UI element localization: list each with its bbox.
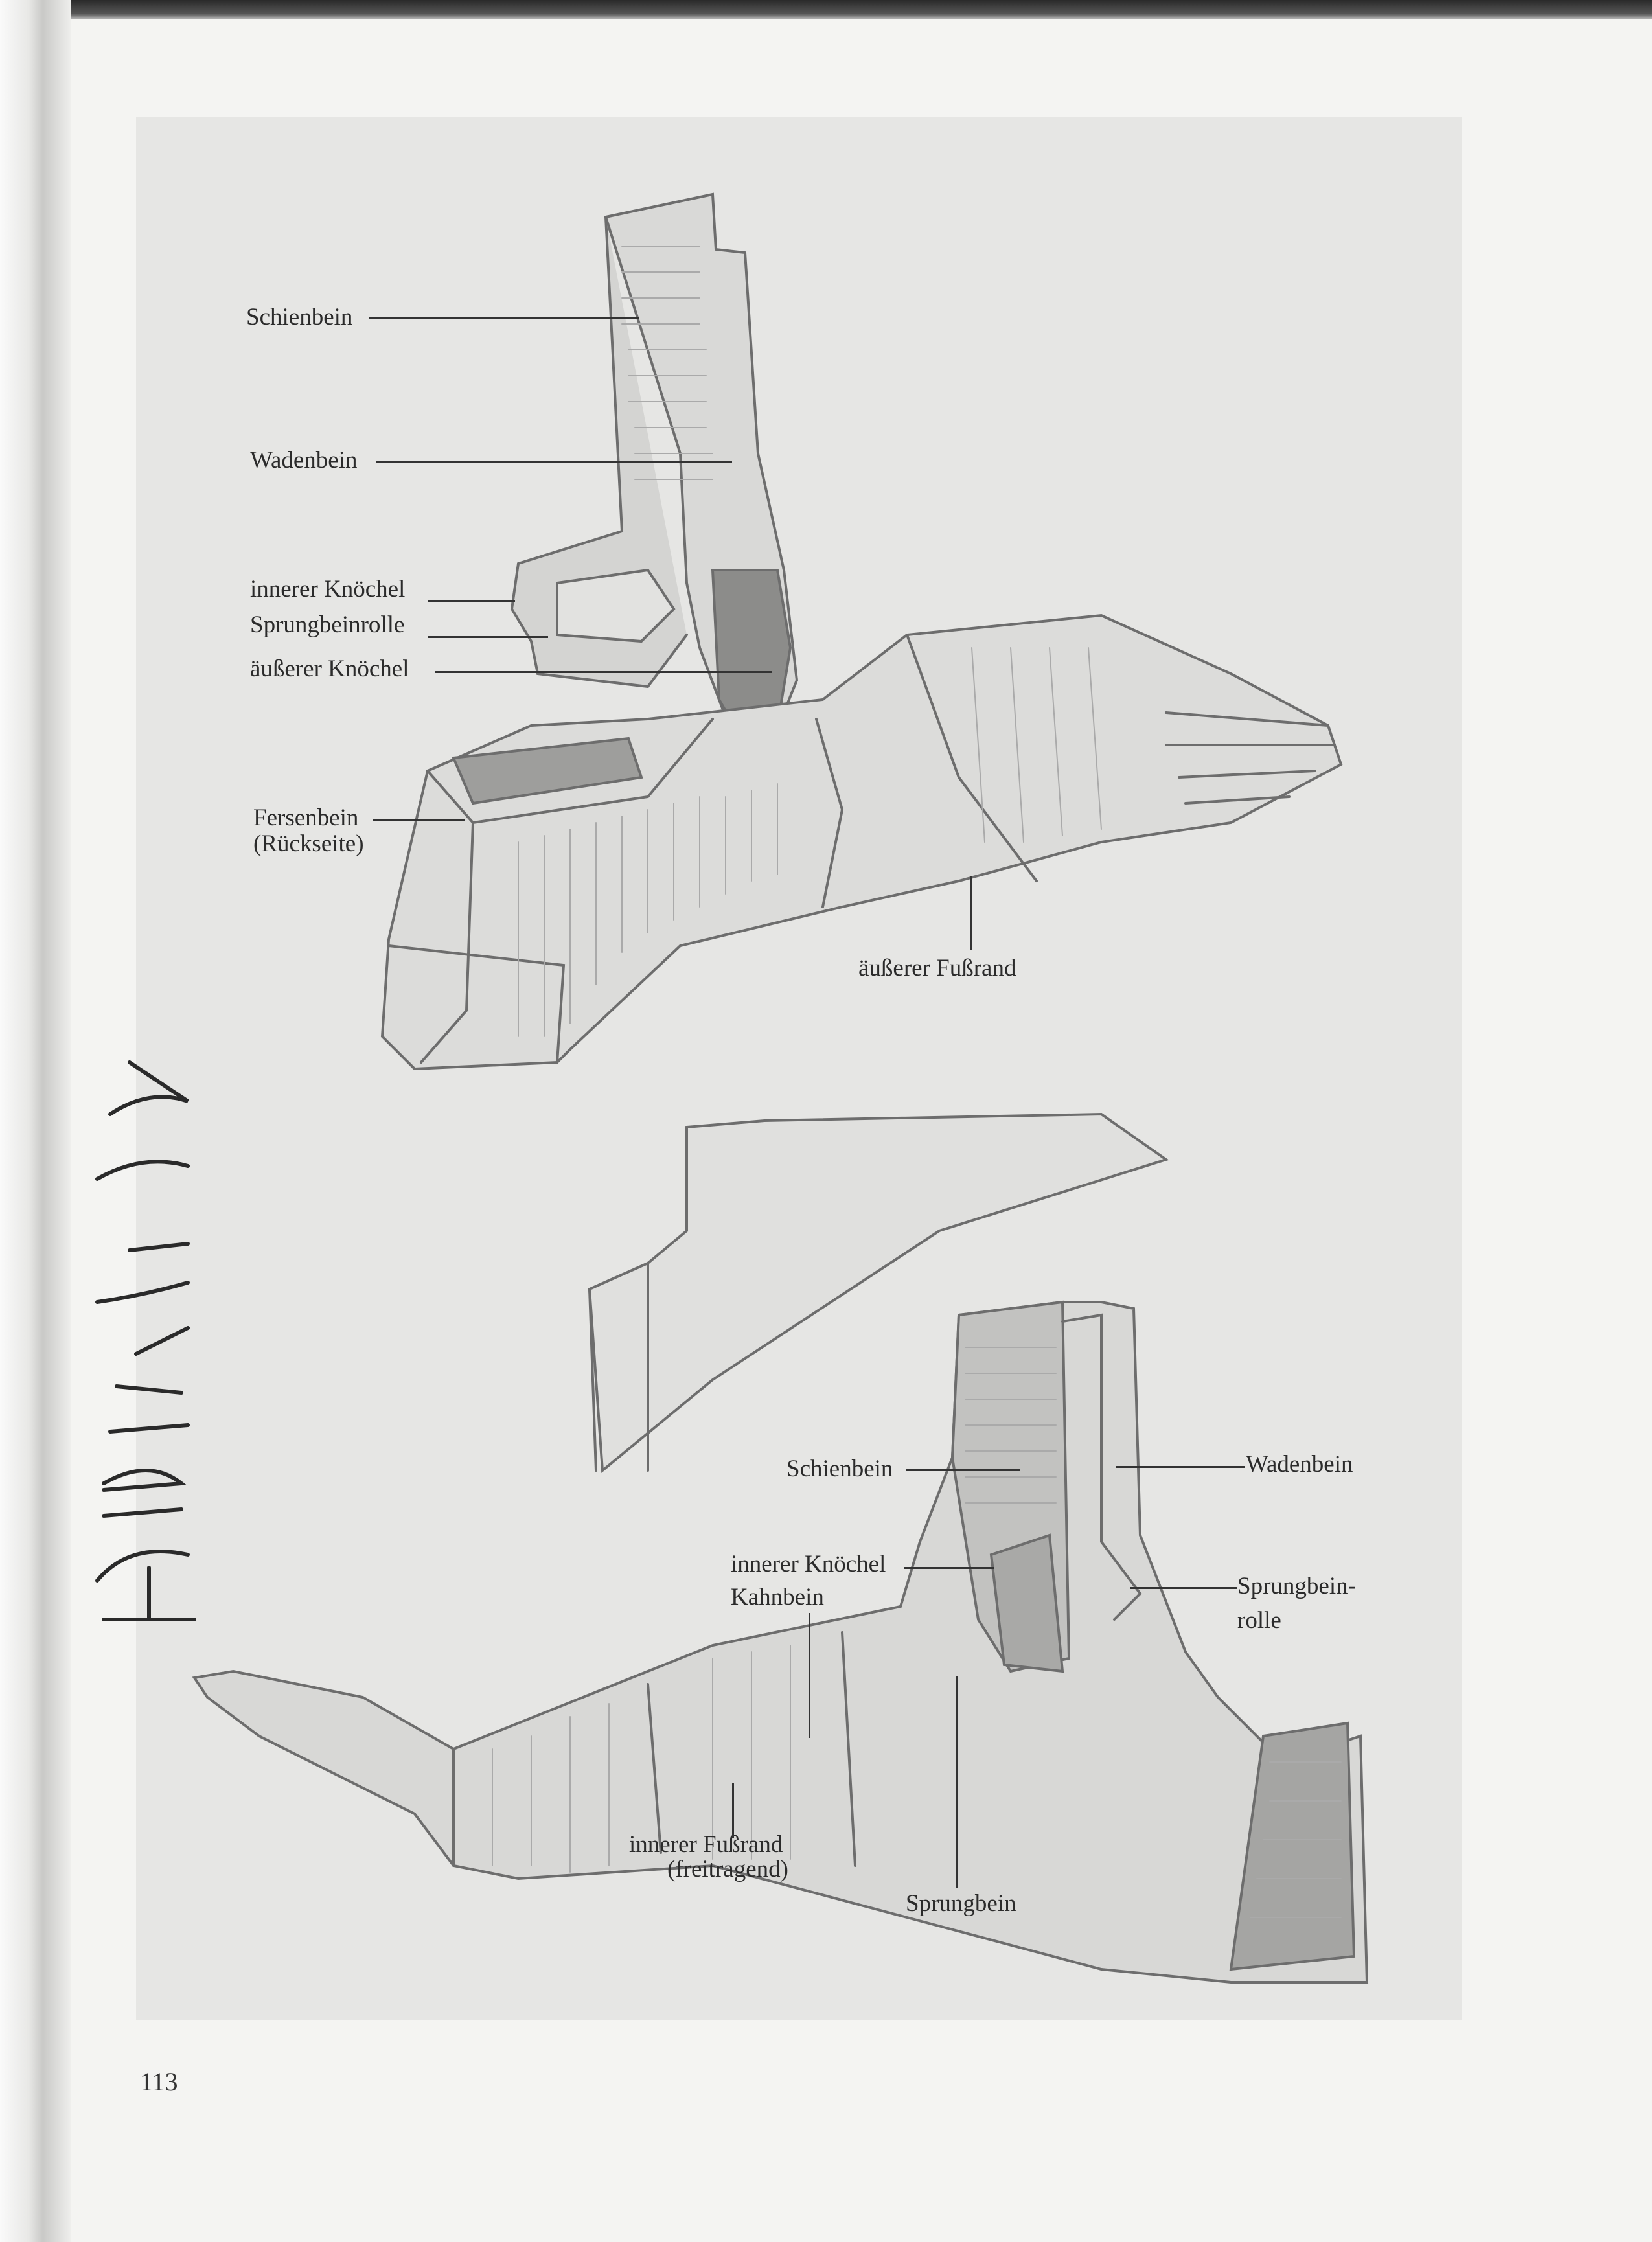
label-innerer-fussrand: innerer Fußrand bbox=[629, 1831, 783, 1858]
label-innerer-fussrand-note: (freitragend) bbox=[667, 1856, 788, 1882]
label-schienbein-bottom: Schienbein bbox=[786, 1456, 893, 1482]
leader-line bbox=[906, 1469, 1020, 1471]
label-innerer-knoechel-bottom: innerer Knöchel bbox=[731, 1551, 886, 1577]
leader-line bbox=[970, 876, 972, 950]
label-innerer-knoechel-top: innerer Knöchel bbox=[250, 576, 406, 602]
leader-line bbox=[373, 819, 465, 821]
label-wadenbein-top: Wadenbein bbox=[250, 447, 358, 474]
label-schienbein-top: Schienbein bbox=[246, 304, 353, 330]
label-sprungbeinrolle-top: Sprungbeinrolle bbox=[250, 612, 405, 638]
leader-line bbox=[376, 461, 732, 463]
label-kahnbein: Kahnbein bbox=[731, 1584, 824, 1610]
page-number: 113 bbox=[140, 2067, 178, 2096]
leader-line bbox=[369, 317, 639, 319]
book-binding-shadow bbox=[0, 0, 71, 2242]
label-fersenbein-note: (Rückseite) bbox=[253, 830, 364, 857]
label-aeusserer-fussrand: äußerer Fußrand bbox=[858, 955, 1016, 981]
top-foot-drawing bbox=[380, 192, 1343, 1071]
scan-border bbox=[0, 0, 1652, 19]
leader-line bbox=[435, 671, 772, 673]
leader-line bbox=[428, 600, 515, 602]
label-sprungbein: Sprungbein bbox=[906, 1890, 1016, 1917]
label-fersenbein-top: Fersenbein bbox=[253, 805, 359, 831]
leader-line bbox=[428, 636, 548, 638]
label-wadenbein-bottom: Wadenbein bbox=[1246, 1451, 1353, 1478]
label-sprungbeinrolle-bottom-2: rolle bbox=[1237, 1607, 1281, 1634]
bottom-foot-drawing bbox=[192, 1112, 1369, 1984]
leader-line bbox=[1116, 1466, 1245, 1468]
handwritten-signature bbox=[95, 1060, 196, 1621]
leader-line bbox=[809, 1613, 810, 1738]
leader-line bbox=[904, 1567, 994, 1569]
leader-line bbox=[1130, 1587, 1237, 1589]
leader-line bbox=[732, 1783, 734, 1838]
leader-line bbox=[956, 1676, 958, 1888]
label-aeusserer-knoechel-top: äußerer Knöchel bbox=[250, 656, 409, 682]
label-sprungbeinrolle-bottom-1: Sprungbein- bbox=[1237, 1573, 1356, 1599]
